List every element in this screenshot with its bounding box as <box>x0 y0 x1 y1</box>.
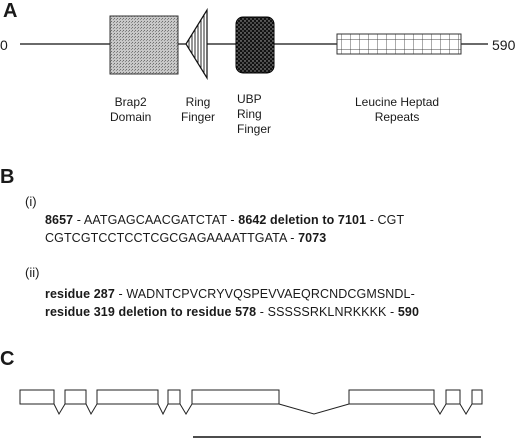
exon-5 <box>191 389 280 405</box>
ring-label-line1: Ring <box>185 95 211 109</box>
brap2-domain-label: Brap2 Domain <box>110 95 151 125</box>
dna-deletion-label: 8642 deletion to 7101 <box>238 213 367 227</box>
leucine-label-line1: Leucine Heptad <box>355 95 440 109</box>
panel-b-letter: B <box>0 166 15 188</box>
intron-3 <box>157 403 169 416</box>
dna-seq-segment-3: CGTCGTCCTCCTCGCGAGAAAATTGATA - <box>45 231 299 245</box>
exon-4 <box>167 389 181 405</box>
protein-seq-segment-1: - WADNTCPVCRYVQSPEVVAEQRCNDCGMSNDL- <box>114 287 415 301</box>
ubp-ring-finger-label: UBP Ring Finger <box>237 92 271 137</box>
axis-end-label: 590 <box>492 37 516 53</box>
dna-seq-segment-1: - AATGAGCAACGATCTAT - <box>73 213 239 227</box>
part-i-label: (i) <box>25 194 37 209</box>
gene-structure <box>19 389 483 416</box>
panel-c-letter: C <box>0 348 15 370</box>
leucine-heptad-box <box>336 33 462 55</box>
ubp-label-line3: Finger <box>237 122 272 136</box>
residue-deletion-label: residue 319 deletion to residue 578 <box>45 305 257 319</box>
residue-590-label: 590 <box>397 305 420 319</box>
exon-6 <box>348 389 435 405</box>
brap2-label-line2: Domain <box>110 110 152 124</box>
ubp-ring-finger-box <box>235 16 275 74</box>
leucine-label-line2: Repeats <box>374 110 420 124</box>
ring-finger-triangle <box>185 7 208 81</box>
exon-2 <box>64 389 87 405</box>
brap2-label-line1: Brap2 <box>114 95 147 109</box>
panel-a-letter: A <box>3 0 18 22</box>
intron-4 <box>179 403 193 415</box>
part-ii-label: (ii) <box>25 265 40 280</box>
exon-8 <box>471 389 483 405</box>
intron-1 <box>53 403 66 416</box>
intron-2 <box>85 403 98 416</box>
dna-sequence-line1: 8657 - AATGAGCAACGATCTAT - 8642 deletion… <box>45 213 404 227</box>
intron-6 <box>433 403 447 415</box>
exon-7 <box>445 389 461 405</box>
dna-pos-7073: 7073 <box>298 231 327 245</box>
axis-start-label: 0 <box>0 37 8 53</box>
dna-seq-segment-2: - CGT <box>366 213 405 227</box>
residue-287-label: residue 287 <box>45 287 115 301</box>
exon-3 <box>96 389 159 405</box>
leucine-heptad-label: Leucine Heptad Repeats <box>355 95 439 125</box>
ring-label-line2: Finger <box>181 110 216 124</box>
intron-7 <box>459 403 473 415</box>
brap2-domain-box <box>109 15 179 75</box>
dna-sequence-line2: CGTCGTCCTCCTCGCGAGAAAATTGATA - 7073 <box>45 231 326 245</box>
ubp-label-line2: Ring <box>237 107 262 121</box>
protein-sequence-line1: residue 287 - WADNTCPVCRYVQSPEVVAEQRCNDC… <box>45 287 415 301</box>
protein-sequence-line2: residue 319 deletion to residue 578 - SS… <box>45 305 419 319</box>
exon-1 <box>19 389 55 405</box>
protein-seq-segment-2: - SSSSSRKLNRKKKK - <box>256 305 398 319</box>
ring-finger-label: Ring Finger <box>181 95 215 125</box>
ubp-label-line1: UBP <box>237 92 262 106</box>
intron-5-deletion <box>278 403 350 415</box>
dna-pos-8657: 8657 <box>45 213 74 227</box>
